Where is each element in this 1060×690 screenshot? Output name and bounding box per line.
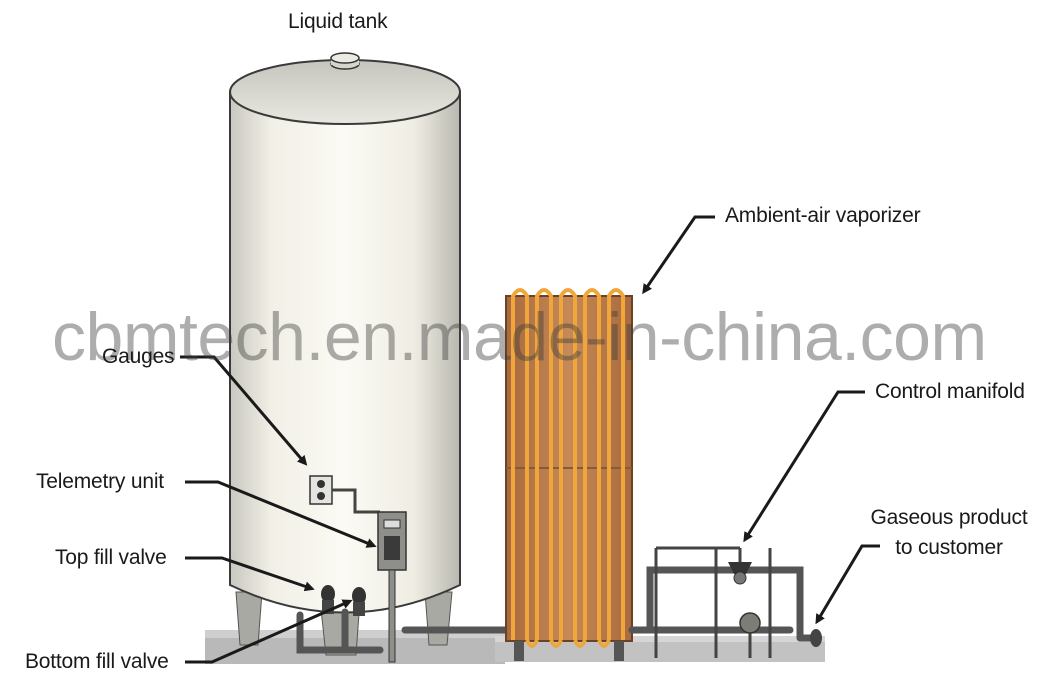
vaporizer-coil-bend: [597, 639, 611, 648]
watermark-text: cbmtech.en.made-in-china.com: [52, 299, 987, 375]
control-manifold: [628, 546, 822, 658]
bottom-fill-valve: [352, 587, 366, 616]
label-gauges: Gauges: [102, 345, 175, 368]
arrow-control-manifold: [743, 390, 865, 543]
vaporizer-coil: [607, 288, 625, 640]
arrow-gaseous-product: [815, 544, 880, 625]
arrow-top-fill-valve: [185, 556, 315, 592]
arrow-bottom-fill-valve: [185, 599, 353, 664]
label-control-manifold: Control manifold: [875, 380, 1025, 403]
vaporizer-coil: [511, 288, 529, 640]
arrow-gauges: [180, 355, 308, 466]
label-bottom-fill-valve: Bottom fill valve: [25, 650, 169, 673]
vaporizer-coil-bend: [573, 639, 587, 648]
label-gaseous-product-line1: Gaseous product: [870, 506, 1028, 529]
arrow-ambient-air-vaporizer: [642, 215, 715, 295]
liquid-tank: [229, 52, 461, 614]
ambient-air-vaporizer: [505, 288, 633, 661]
vaporizer-coil: [535, 288, 553, 640]
telemetry-unit-box: [377, 511, 407, 663]
gauges-box: [309, 475, 380, 514]
label-top-fill-valve: Top fill valve: [55, 546, 167, 569]
arrow-telemetry-unit: [185, 480, 377, 548]
label-ambient-air-vaporizer: Ambient-air vaporizer: [725, 204, 921, 227]
label-telemetry-unit: Telemetry unit: [36, 470, 164, 493]
supply-pipe: [296, 608, 519, 654]
vaporizer-coil: [559, 288, 577, 640]
vaporizer-coil-bend: [525, 639, 539, 648]
label-gaseous-product-line2: to customer: [895, 536, 1003, 559]
vaporizer-coil-bend: [549, 639, 563, 648]
label-liquid-tank: Liquid tank: [288, 10, 388, 33]
leader-arrows: [180, 215, 880, 664]
vaporizer-coil: [583, 288, 601, 640]
